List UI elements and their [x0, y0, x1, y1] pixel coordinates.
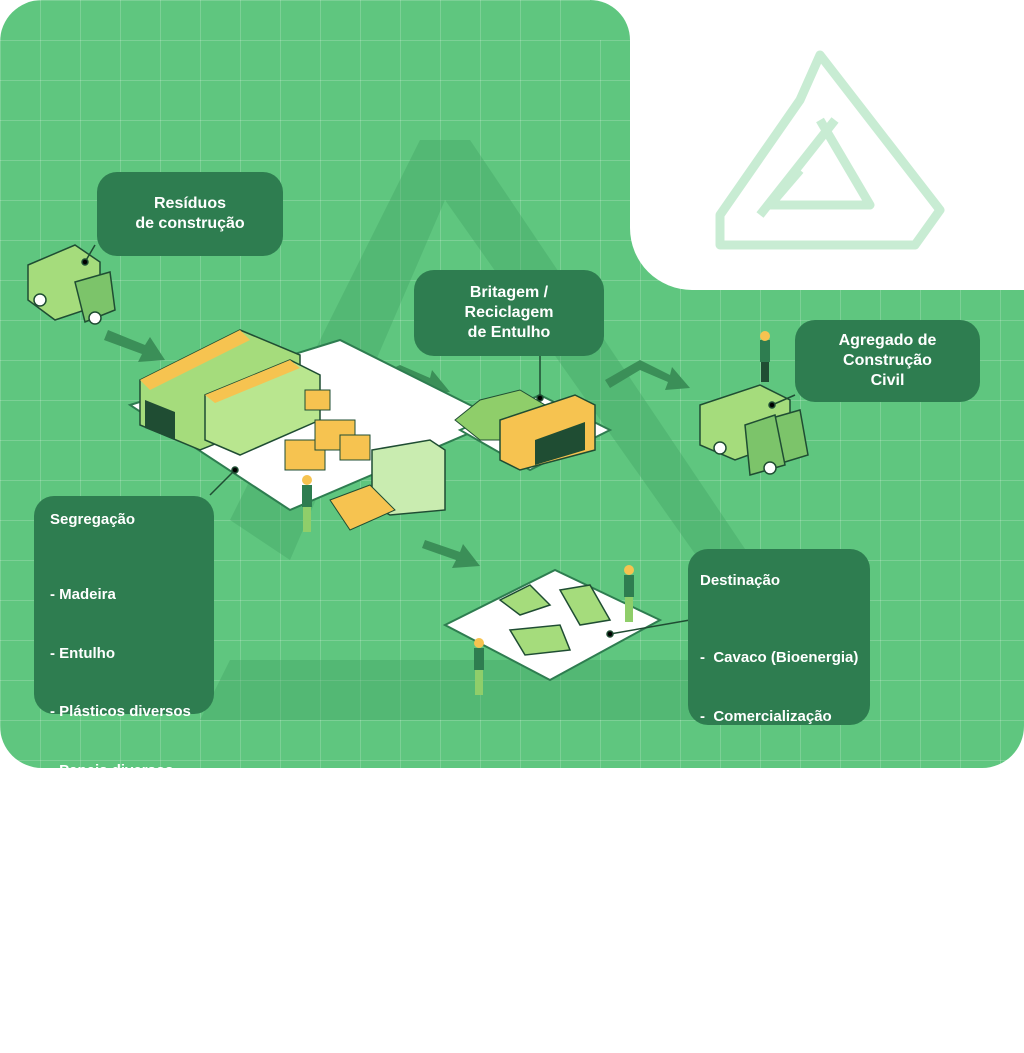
list-item: - Cavaco (Bioenergia)	[700, 649, 859, 666]
worker-figure	[302, 331, 770, 695]
list-item: - Sucata metálica	[50, 820, 173, 837]
segregacao-title: Segregação	[50, 511, 136, 528]
residuos-line: de construção	[135, 215, 245, 232]
list-item: - Entulho	[50, 644, 115, 662]
residuos-box: Resíduos de construção	[97, 172, 283, 256]
list-item: Rejeito	[50, 995, 101, 1013]
list-item: - Coprocessamento	[700, 883, 845, 900]
britagem-line: Britagem /	[469, 284, 549, 301]
recycle-symbol-icon	[498, 584, 612, 656]
list-item: - Compostagem	[700, 824, 818, 842]
boxes	[284, 389, 371, 471]
britagem-box: Britagem / Reciclagem de Entulho	[414, 270, 604, 356]
list-item: - Plásticos diversos	[50, 703, 191, 720]
list-item: - Comercialização	[700, 707, 832, 725]
list-item: - Papeis diversos	[50, 761, 174, 779]
truck-icon	[27, 244, 116, 325]
arrow-icon	[422, 540, 480, 568]
segregacao-box: Segregação - Madeira - Entulho - Plástic…	[34, 496, 214, 1013]
agregado-line: Construção	[843, 352, 932, 369]
arrow-icon	[104, 330, 165, 362]
britagem-line: Reciclagem	[464, 304, 554, 321]
britagem-line: de Entulho	[467, 324, 551, 341]
destinacao-title: Destinação	[700, 572, 781, 589]
illustration	[27, 50, 945, 720]
logo-icon	[715, 50, 945, 250]
arrow-icon	[605, 360, 690, 390]
residuos-line: Resíduos	[153, 195, 226, 212]
list-item: - Gesso	[50, 878, 106, 896]
corner	[590, 0, 630, 40]
destinacao-box: Destinação - Cavaco (Bioenergia) - Comer…	[688, 549, 870, 900]
agregado-line: Agregado de	[838, 332, 937, 349]
list-item: - Não recicláveis/	[50, 937, 173, 954]
agregado-box: Agregado de Construção Civil	[795, 320, 980, 402]
connector-lines	[81, 244, 796, 638]
truck-icon	[699, 384, 809, 476]
conveyor-belt	[329, 484, 396, 531]
list-item: - Madeira	[50, 586, 116, 603]
watermark-triangle	[200, 140, 860, 720]
agregado-line: Civil	[870, 372, 905, 389]
